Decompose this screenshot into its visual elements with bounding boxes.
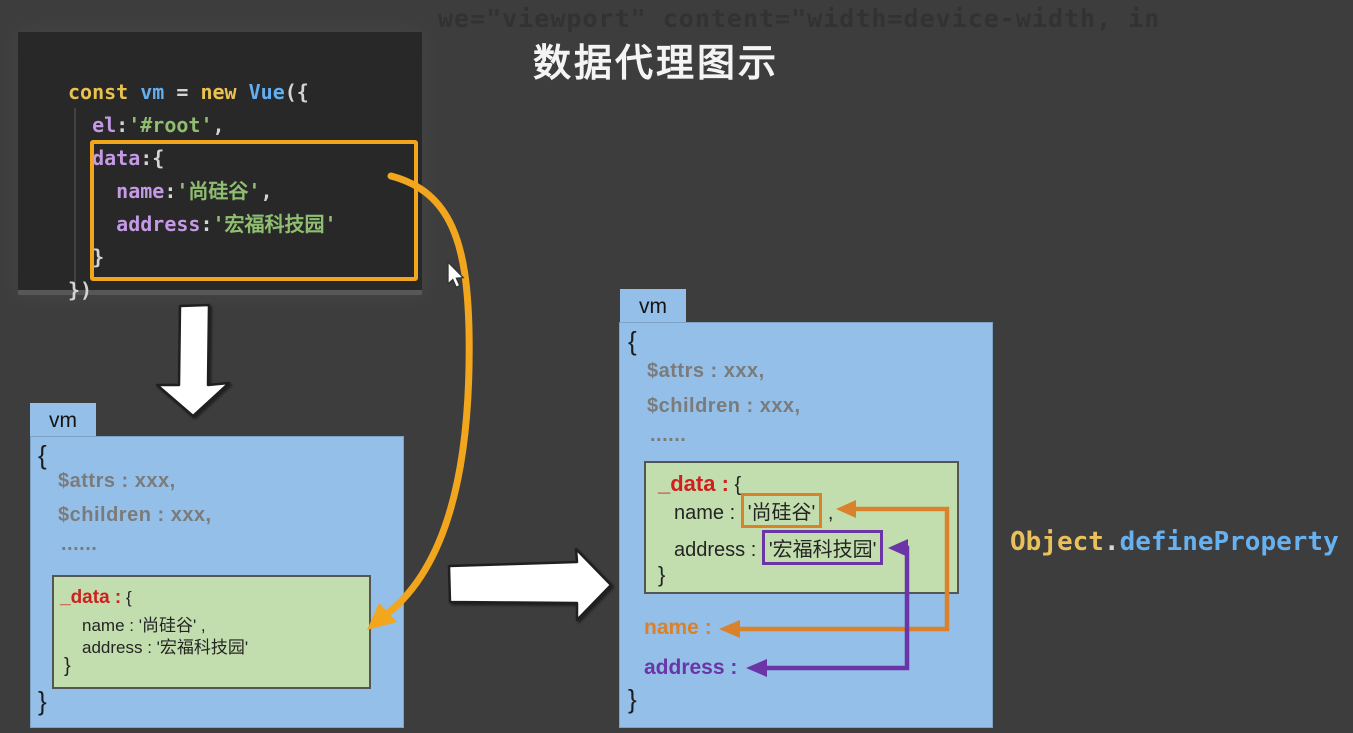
data-close-brace: } (658, 562, 666, 587)
name-value-highlight-box: '尚硅谷' (740, 493, 823, 528)
code-token: new (200, 80, 249, 104)
vm-left-ellipsis: ...... (61, 533, 98, 555)
background-ghost-text: we="viewport" content="width=device-widt… (438, 4, 1161, 33)
code-line-7: }) (68, 274, 92, 307)
code-token: = (164, 80, 201, 104)
data-address-line: address : '宏福科技园' (674, 530, 884, 565)
indent-guide-line (74, 108, 76, 284)
vm-left-attrs: $attrs : xxx, (58, 470, 176, 492)
data-close-brace: } (64, 655, 71, 677)
name-comma: , (822, 502, 834, 524)
address-key-label: address : (674, 539, 762, 561)
vm-right-tab: vm (620, 289, 686, 324)
define-property-label: Object.defineProperty (1010, 527, 1339, 557)
vm-right-attrs: $attrs : xxx, (647, 360, 765, 382)
vm-right-children: $children : xxx, (647, 395, 801, 417)
code-token: '#root' (128, 113, 213, 137)
code-line-2: el:'#root', (68, 109, 225, 142)
method-token: defineProperty (1119, 527, 1339, 557)
page-title: 数据代理图示 (533, 43, 780, 85)
vm-left-open-brace: { (38, 440, 47, 470)
code-line-4: name:'尚硅谷', (68, 175, 273, 208)
data-key-line: _data : { (658, 471, 741, 497)
code-token: , (212, 113, 225, 137)
code-token: : (200, 212, 213, 236)
code-line-5: address:'宏福科技园' (68, 208, 337, 241)
data-open-brace: { (728, 474, 742, 496)
code-line-6: } (68, 241, 104, 274)
vm-right-close-brace: } (628, 684, 637, 714)
vue-code-panel: const vm = new Vue({ el:'#root', data:{ … (18, 32, 422, 302)
vm-right-data-box: _data : { name : '尚硅谷' , address : '宏福科技… (644, 461, 959, 594)
down-arrow-icon (155, 303, 231, 418)
proxy-name-label: name : (644, 616, 712, 639)
code-token: :{ (140, 146, 165, 170)
data-key-line: _data : { (60, 587, 132, 609)
name-key-label: name : (674, 502, 741, 524)
dot-token: . (1103, 527, 1120, 557)
right-arrow-icon (447, 547, 613, 622)
code-token: data (68, 146, 141, 170)
code-token: name (68, 179, 165, 203)
data-key: _data : (60, 587, 122, 608)
code-token: '尚硅谷' (176, 179, 261, 203)
code-token: address (68, 212, 201, 236)
data-name-line: name : '尚硅谷' , (674, 493, 834, 528)
code-token: vm (140, 80, 165, 104)
code-token: }) (68, 278, 93, 302)
data-highlight-box (90, 140, 418, 281)
vm-left-tab: vm (30, 403, 96, 438)
code-token: } (68, 245, 105, 269)
proxy-address-label: address : (644, 656, 738, 679)
data-key: _data : (658, 471, 729, 496)
code-token: Vue (248, 80, 285, 104)
code-line-3: data:{ (68, 142, 164, 175)
vm-left-children: $children : xxx, (58, 504, 212, 526)
vm-left-data-box: _data : { name : '尚硅谷' , address : '宏福科技… (52, 575, 371, 689)
code-token: el (68, 113, 117, 137)
data-address-line: address : '宏福科技园' (82, 638, 249, 657)
code-token: : (164, 179, 177, 203)
vm-right-open-brace: { (628, 326, 637, 356)
code-line-1: const vm = new Vue({ (68, 76, 309, 109)
mouse-cursor-icon (447, 260, 465, 289)
vm-left-close-brace: } (38, 686, 47, 716)
code-token: , (260, 179, 273, 203)
code-token: ({ (284, 80, 309, 104)
code-token: '宏福科技园' (212, 212, 337, 236)
data-open-brace: { (121, 588, 132, 607)
data-name-line: name : '尚硅谷' , (82, 616, 206, 635)
object-token: Object (1010, 527, 1104, 557)
address-value-highlight-box: '宏福科技园' (761, 530, 884, 565)
code-token: : (116, 113, 129, 137)
code-token: const (68, 80, 141, 104)
vm-right-ellipsis: ...... (650, 424, 687, 446)
